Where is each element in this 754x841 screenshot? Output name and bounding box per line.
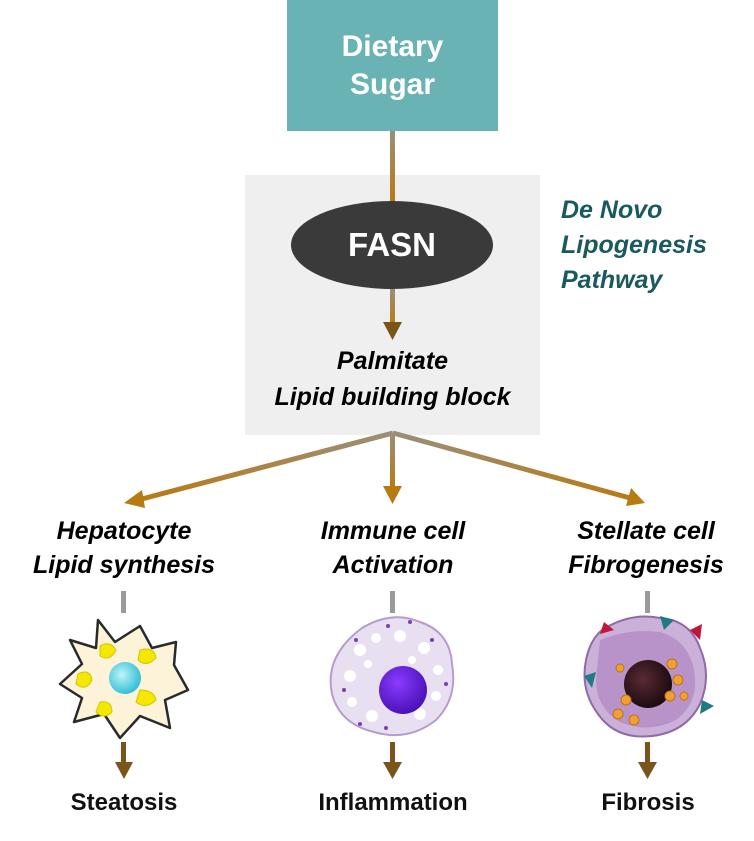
immune-down-line (390, 742, 395, 764)
outcome-inflammation: Inflammation (318, 789, 468, 816)
pathway-label-line2: Lipogenesis (561, 231, 707, 259)
branch-arrow-right-head (626, 488, 645, 506)
pathway-label-line1: De Novo (561, 196, 663, 224)
palmitate-line2: Lipid building block (274, 383, 511, 411)
fasn-label: FASN (347, 226, 436, 263)
branch-arrow-left-head (124, 490, 145, 508)
outcome-steatosis: Steatosis (70, 789, 178, 816)
branch-stellate-line1: Stellate cell (577, 517, 715, 545)
palmitate-line1: Palmitate (336, 347, 449, 375)
immune-down-arrowhead (383, 762, 402, 779)
hepatocyte-icon (58, 618, 190, 740)
branch-arrow-center-head (383, 486, 402, 504)
branch-stellate-line2: Fibrogenesis (568, 551, 724, 579)
branch-hepatocyte-line1: Hepatocyte (56, 517, 192, 545)
fasn-ellipse: FASN (291, 201, 493, 289)
immune-connector (390, 591, 395, 613)
branch-arrow-right-line (392, 430, 631, 501)
branch-immune-label: Immune cell Activation (263, 514, 523, 582)
dietary-sugar-line1: Dietary (341, 29, 444, 63)
stellate-down-line (645, 742, 650, 764)
immune-cell-icon (329, 616, 455, 737)
pathway-label: De Novo Lipogenesis Pathway (561, 193, 707, 298)
palmitate-label: Palmitate Lipid building block (245, 343, 540, 415)
hepatocyte-down-arrowhead (115, 762, 133, 779)
dietary-sugar-box: Dietary Sugar (287, 0, 498, 131)
stellate-cell-icon (583, 615, 714, 738)
branch-hepatocyte-label: Hepatocyte Lipid synthesis (0, 514, 254, 582)
branch-immune-line2: Activation (332, 551, 454, 579)
branch-arrows (124, 430, 645, 508)
branch-immune-line1: Immune cell (320, 517, 466, 545)
pathway-label-line3: Pathway (561, 266, 663, 294)
hepatocyte-down-line (121, 742, 126, 764)
stellate-connector (645, 591, 650, 613)
outcome-fibrosis: Fibrosis (601, 789, 695, 816)
branch-arrow-left-line (137, 430, 394, 503)
hepatocyte-connector (121, 591, 126, 613)
branch-hepatocyte-line2: Lipid synthesis (33, 551, 215, 579)
branch-arrow-center-line (390, 433, 395, 488)
branch-stellate-label: Stellate cell Fibrogenesis (516, 514, 754, 582)
stellate-down-arrowhead (638, 762, 657, 779)
dietary-sugar-line2: Sugar (349, 67, 436, 101)
